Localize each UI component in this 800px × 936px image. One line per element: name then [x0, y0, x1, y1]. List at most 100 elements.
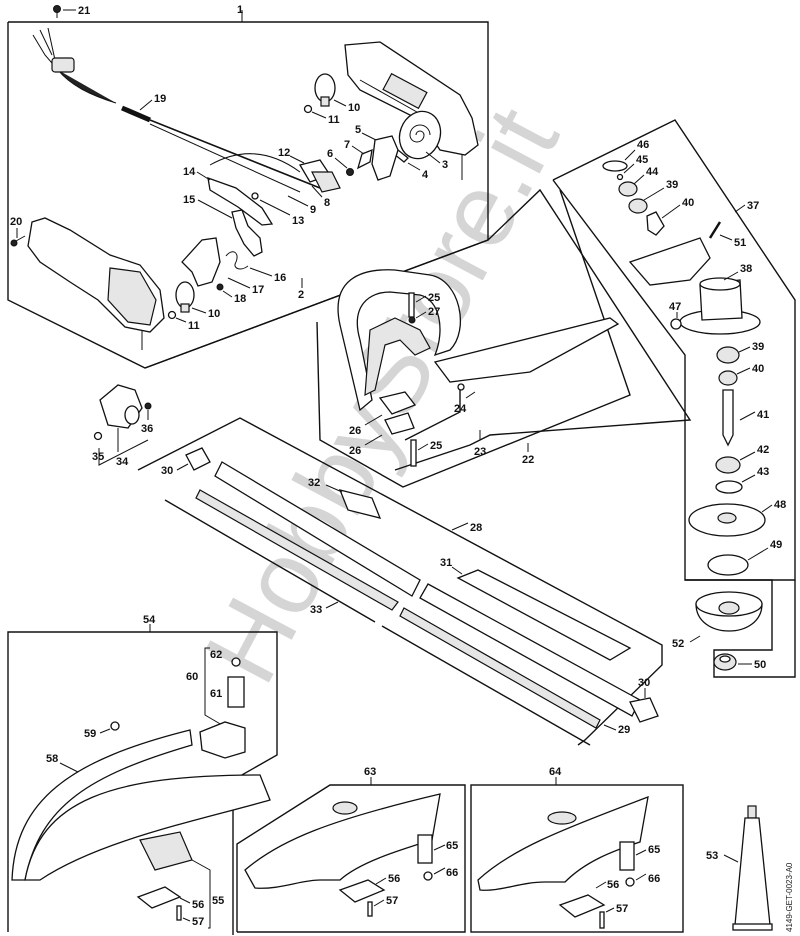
callout-23[interactable]: 23 [474, 446, 486, 458]
part-31-warning-label[interactable] [456, 569, 632, 661]
callout-37[interactable]: 37 [747, 200, 759, 212]
part-27-washer[interactable] [408, 316, 416, 324]
callout-31[interactable]: 31 [440, 557, 452, 569]
part-3-spring-reel[interactable] [393, 106, 447, 165]
callout-30b[interactable]: 30 [638, 677, 650, 689]
part-57-screw-64[interactable] [599, 911, 605, 929]
part-15-trigger-lockout[interactable] [231, 209, 263, 257]
callout-56a[interactable]: 56 [192, 899, 204, 911]
part-28-drive-tube-lower[interactable] [419, 583, 641, 717]
callout-17[interactable]: 17 [252, 284, 264, 296]
callout-15[interactable]: 15 [183, 194, 195, 206]
callout-44[interactable]: 44 [646, 166, 659, 178]
callout-25b[interactable]: 25 [430, 440, 442, 452]
callout-52[interactable]: 52 [672, 638, 684, 650]
part-47-nut[interactable] [670, 318, 682, 330]
part-30-bushing-right[interactable] [629, 697, 659, 723]
part-40-gear-lower[interactable] [718, 370, 738, 386]
part-6-screw[interactable] [346, 168, 354, 176]
callout-39b[interactable]: 39 [752, 341, 764, 353]
callout-50[interactable]: 50 [754, 659, 766, 671]
callout-28[interactable]: 28 [470, 522, 482, 534]
part-17-slide-control[interactable] [181, 237, 221, 287]
callout-36[interactable]: 36 [141, 423, 153, 435]
callout-51[interactable]: 51 [734, 237, 746, 249]
part-33-drive-shaft-left[interactable] [164, 499, 376, 623]
part-5-lever[interactable] [371, 135, 399, 181]
callout-40a[interactable]: 40 [682, 197, 694, 209]
callout-54[interactable]: 54 [143, 614, 156, 626]
part-63-deflector-body[interactable] [244, 793, 441, 889]
callout-40b[interactable]: 40 [752, 363, 764, 375]
callout-57a[interactable]: 57 [192, 916, 204, 928]
part-44-bearing[interactable] [618, 181, 638, 197]
part-59-screw[interactable] [110, 721, 120, 731]
callout-10b[interactable]: 10 [208, 308, 220, 320]
part-14-throttle-trigger[interactable] [207, 177, 274, 226]
part-39-bearing-upper[interactable] [628, 198, 648, 214]
part-52-cup[interactable] [695, 591, 763, 632]
callout-57b[interactable]: 57 [386, 895, 398, 907]
part-28-drive-tube-upper[interactable] [214, 461, 421, 597]
callout-65a[interactable]: 65 [446, 840, 458, 852]
part-62-screw[interactable] [231, 657, 241, 667]
callout-14[interactable]: 14 [183, 166, 196, 178]
callout-38[interactable]: 38 [740, 263, 752, 275]
part-46-snap-ring[interactable] [602, 160, 628, 172]
part-56-plate-63[interactable] [338, 879, 386, 903]
callout-58[interactable]: 58 [46, 753, 58, 765]
part-53-grease-tube[interactable] [732, 805, 773, 931]
part-56-plate-54[interactable] [136, 886, 182, 909]
callout-18[interactable]: 18 [234, 293, 246, 305]
part-20-screw[interactable] [10, 235, 26, 247]
callout-55[interactable]: 55 [212, 895, 224, 907]
callout-6[interactable]: 6 [327, 148, 333, 160]
callout-53[interactable]: 53 [706, 850, 718, 862]
part-21-screw[interactable] [53, 5, 61, 19]
part-61-bracket[interactable] [227, 676, 245, 708]
part-19-throttle-cable[interactable] [32, 27, 321, 193]
part-29-liner-right[interactable] [399, 607, 601, 729]
callout-9[interactable]: 9 [310, 204, 316, 216]
part-32-sleeve[interactable] [338, 489, 382, 519]
callout-3[interactable]: 3 [442, 159, 448, 171]
callout-42[interactable]: 42 [757, 444, 769, 456]
part-43-circlip[interactable] [715, 480, 743, 494]
part-58-deflector-shield[interactable] [24, 774, 271, 881]
part-41-spindle[interactable] [722, 389, 734, 447]
callout-21[interactable]: 21 [78, 5, 90, 17]
callout-64[interactable]: 64 [549, 766, 562, 778]
callout-41[interactable]: 41 [757, 409, 769, 421]
part-60-mount[interactable] [199, 721, 246, 759]
part-36-nut[interactable] [144, 402, 152, 410]
part-65-bracket-64[interactable] [619, 841, 635, 871]
part-40-pinion-upper[interactable] [646, 211, 665, 236]
callout-13[interactable]: 13 [292, 215, 304, 227]
part-64-deflector-body[interactable] [477, 795, 649, 891]
callout-35[interactable]: 35 [92, 451, 104, 463]
part-55-mount-base[interactable] [139, 831, 193, 871]
part-39-bearing-lower[interactable] [716, 346, 740, 364]
callout-7[interactable]: 7 [344, 139, 350, 151]
callout-4[interactable]: 4 [422, 169, 429, 181]
callout-56b[interactable]: 56 [388, 873, 400, 885]
callout-26a[interactable]: 26 [349, 425, 361, 437]
callout-5[interactable]: 5 [355, 124, 361, 136]
part-23-barrier-bar[interactable] [433, 317, 620, 383]
callout-60[interactable]: 60 [186, 671, 198, 683]
part-11-screw-lower[interactable] [167, 310, 177, 320]
callout-47[interactable]: 47 [669, 301, 681, 313]
callout-61[interactable]: 61 [210, 688, 222, 700]
callout-12[interactable]: 12 [278, 147, 290, 159]
callout-46[interactable]: 46 [637, 139, 649, 151]
callout-65b[interactable]: 65 [648, 844, 660, 856]
callout-11a[interactable]: 11 [328, 114, 340, 126]
callout-59[interactable]: 59 [84, 728, 96, 740]
callout-1[interactable]: 1 [237, 4, 243, 16]
callout-45[interactable]: 45 [636, 154, 648, 166]
part-26-clamp-upper[interactable] [378, 391, 417, 415]
callout-66b[interactable]: 66 [648, 873, 660, 885]
callout-62[interactable]: 62 [210, 649, 222, 661]
part-56-plate-64[interactable] [558, 894, 606, 918]
part-66-screw-63[interactable] [423, 871, 433, 881]
